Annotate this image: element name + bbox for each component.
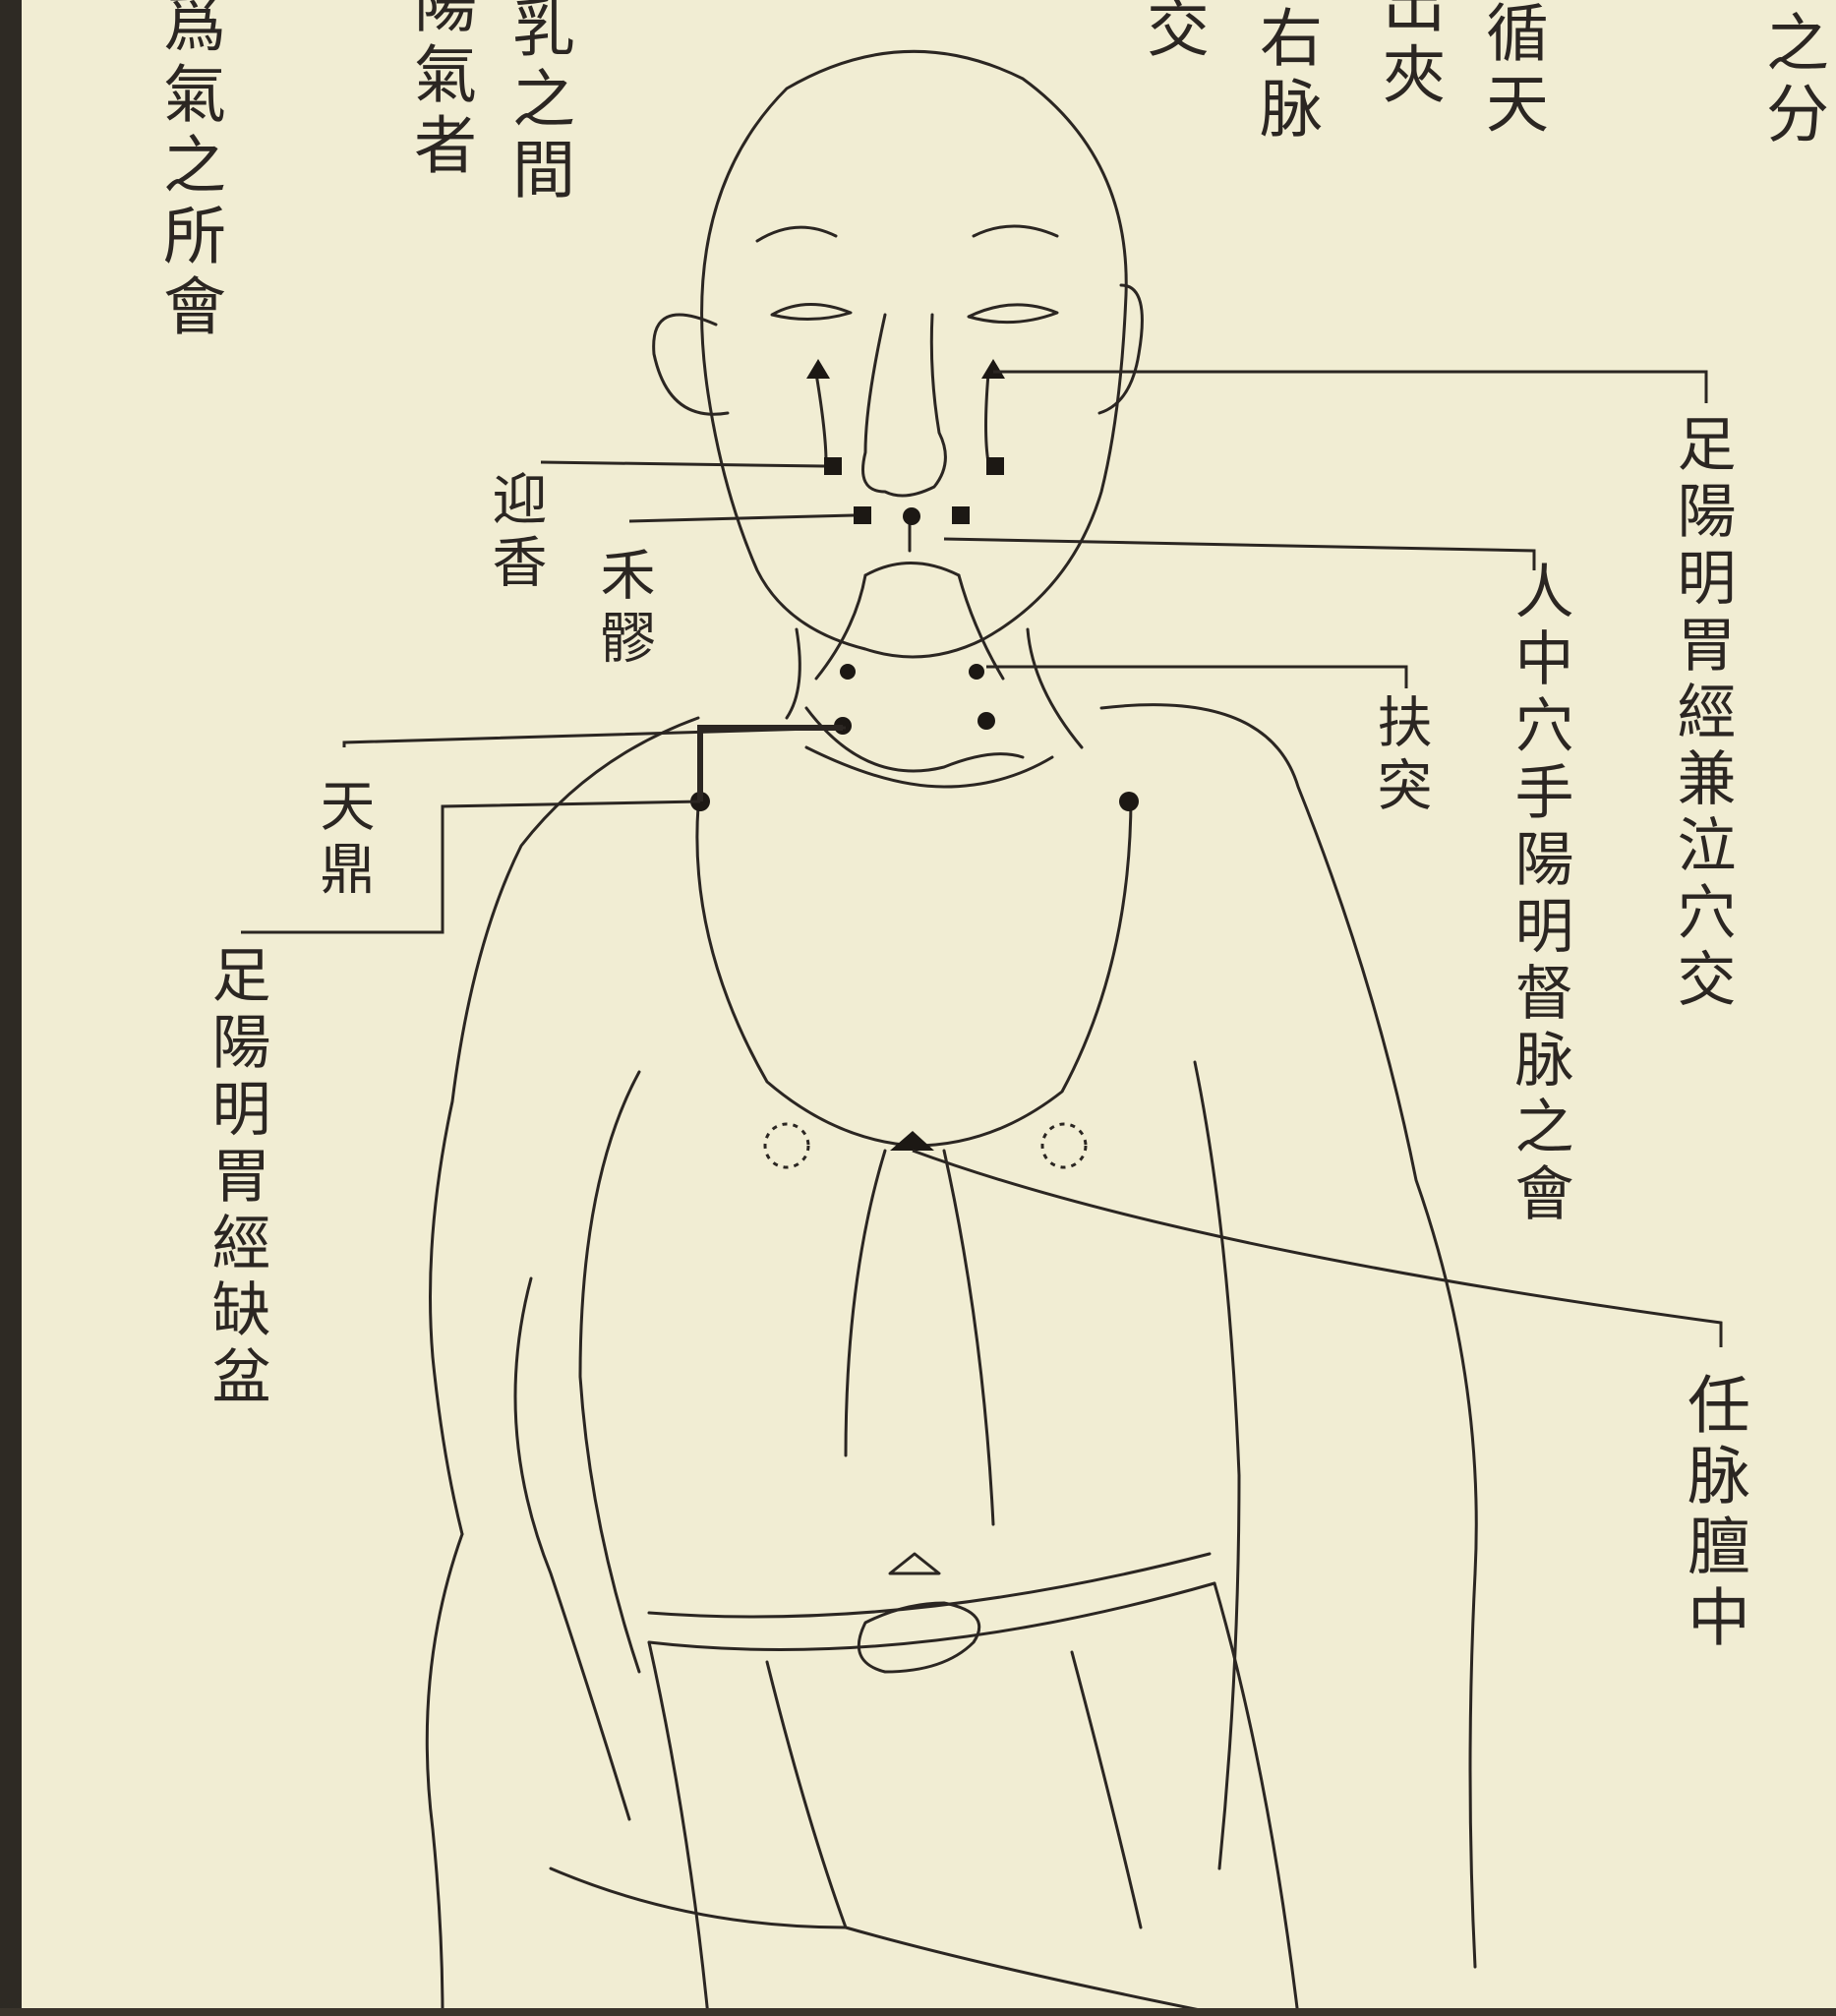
robe-hem <box>551 1868 1229 2016</box>
top-text-col-2: 陽氣者 <box>408 0 471 183</box>
label-heliao: 禾髎 <box>595 546 650 672</box>
nipple-right <box>1042 1124 1086 1167</box>
top-text-col-6: 出夾 <box>1377 0 1440 112</box>
body-side-left <box>580 1072 639 1672</box>
label-futu: 扶突 <box>1372 693 1427 819</box>
nose <box>863 315 946 496</box>
point-danzhong <box>890 1131 934 1151</box>
sternum-left <box>846 1151 885 1455</box>
top-text-col-7: 循天 <box>1480 0 1543 142</box>
point-heliao-right <box>952 506 970 524</box>
point-quepen-right <box>1119 792 1139 811</box>
leader-heliao <box>629 515 854 521</box>
right-ear <box>1099 285 1142 413</box>
neck-left <box>787 629 800 718</box>
leader-chengqi <box>993 372 1706 403</box>
point-heliao-left <box>854 506 871 524</box>
left-eye <box>772 304 851 319</box>
leader-tianding-bar <box>700 728 843 801</box>
chin-lines <box>816 575 1003 679</box>
mouth <box>865 563 959 576</box>
label-stomach-right: 足陽明胃經兼泣穴交 <box>1672 413 1731 1015</box>
leader-danzhong <box>913 1151 1721 1347</box>
head-outline <box>702 51 1127 657</box>
leader-renzhong <box>944 539 1534 570</box>
label-renmai: 任脉膻中 <box>1682 1372 1745 1655</box>
left-arm-outer <box>427 1534 462 2016</box>
top-text-col-3: 乳之間 <box>506 0 569 208</box>
leader-futu <box>986 667 1406 688</box>
page-border-bottom <box>0 2008 1836 2016</box>
leader-yingxiang <box>541 462 824 466</box>
point-renzhong <box>903 507 920 525</box>
right-eye <box>969 305 1057 323</box>
robe-fold-1 <box>767 1662 846 1927</box>
robe-fold-2 <box>1072 1652 1141 1927</box>
label-tianding: 天鼎 <box>315 777 370 903</box>
label-stomach-left: 足陽明胃經缺盆 <box>207 944 266 1412</box>
top-text-col-1: 爲氣之所會 <box>157 0 220 344</box>
point-yingxiang-right <box>986 457 1004 475</box>
body-side-right <box>1195 1062 1239 1868</box>
left-cheek-line <box>816 374 826 462</box>
point-futu-left <box>840 664 856 680</box>
left-shoulder <box>431 718 699 1534</box>
nipple-left <box>765 1124 808 1167</box>
chest-left <box>697 806 915 1146</box>
left-eyebrow <box>757 227 836 241</box>
point-chengqi-left <box>806 359 830 379</box>
neck-right <box>1028 629 1082 747</box>
robe-left <box>649 1642 708 2016</box>
top-text-col-5: 右脉 <box>1254 5 1317 147</box>
collar <box>806 747 1052 787</box>
right-eyebrow <box>974 226 1057 236</box>
top-text-col-8: 之分 <box>1760 10 1823 151</box>
point-tianding-right <box>977 712 995 730</box>
label-renzhong: 人中穴手陽明督脉之會 <box>1510 561 1569 1229</box>
left-ear <box>654 315 728 414</box>
right-cheek-line <box>986 374 989 462</box>
sternum-right <box>944 1151 993 1524</box>
left-arm-inner <box>515 1278 629 1819</box>
point-chengqi-right <box>981 359 1005 379</box>
top-text-col-4: 交 <box>1141 0 1204 66</box>
point-yingxiang-left <box>824 457 842 475</box>
chest-right <box>915 797 1131 1146</box>
point-futu-right <box>969 664 984 680</box>
navel <box>890 1554 939 1573</box>
right-shoulder <box>1101 705 1476 1967</box>
label-yingxiang: 迎香 <box>487 470 542 596</box>
